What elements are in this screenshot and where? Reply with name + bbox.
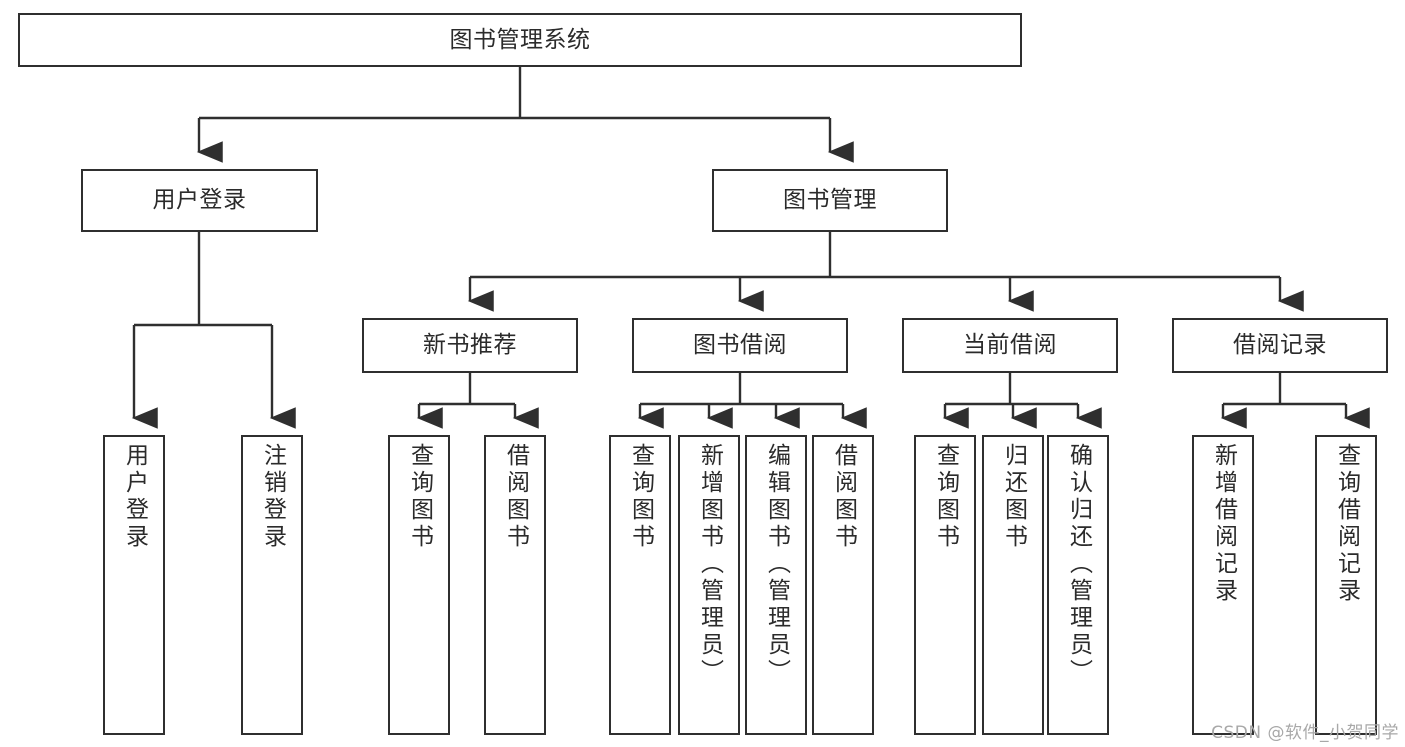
- node-leaf-query-book-borrow[interactable]: 查询图书: [609, 435, 671, 735]
- node-leaf-add-book-admin[interactable]: 新增图书（管理员）: [678, 435, 740, 735]
- node-label: 新增借阅记录: [1210, 443, 1237, 605]
- node-book-borrow[interactable]: 图书借阅: [632, 318, 848, 373]
- node-user-login[interactable]: 用户登录: [81, 169, 318, 232]
- node-borrow-record[interactable]: 借阅记录: [1172, 318, 1388, 373]
- node-leaf-query-book-current[interactable]: 查询图书: [914, 435, 976, 735]
- node-label: 用户登录: [121, 443, 148, 551]
- node-root-book-management-system[interactable]: 图书管理系统: [18, 13, 1022, 67]
- node-leaf-logout[interactable]: 注销登录: [241, 435, 303, 735]
- node-label: 新书推荐: [423, 332, 517, 359]
- node-leaf-add-borrow-record[interactable]: 新增借阅记录: [1192, 435, 1254, 735]
- node-leaf-confirm-return-admin[interactable]: 确认归还（管理员）: [1047, 435, 1109, 735]
- node-leaf-query-book-recommend[interactable]: 查询图书: [388, 435, 450, 735]
- node-label: 借阅记录: [1233, 332, 1327, 359]
- csdn-watermark: CSDN @软件_小贺同学: [1211, 723, 1399, 743]
- node-label: 查询借阅记录: [1333, 443, 1360, 605]
- node-label: 图书借阅: [693, 332, 787, 359]
- node-label: 用户登录: [152, 187, 247, 214]
- node-leaf-user-login[interactable]: 用户登录: [103, 435, 165, 735]
- node-label: 确认归还（管理员）: [1065, 443, 1092, 686]
- node-label: 查询图书: [932, 443, 959, 551]
- node-label: 归还图书: [1000, 443, 1027, 551]
- node-leaf-borrow-book-recommend[interactable]: 借阅图书: [484, 435, 546, 735]
- node-label: 注销登录: [259, 443, 286, 551]
- node-new-book-recommend[interactable]: 新书推荐: [362, 318, 578, 373]
- node-label: 借阅图书: [502, 443, 529, 551]
- node-label: 编辑图书（管理员）: [763, 443, 790, 686]
- node-label: 查询图书: [627, 443, 654, 551]
- node-leaf-borrow-book[interactable]: 借阅图书: [812, 435, 874, 735]
- node-book-management[interactable]: 图书管理: [712, 169, 948, 232]
- node-label: 新增图书（管理员）: [696, 443, 723, 686]
- node-current-borrow[interactable]: 当前借阅: [902, 318, 1118, 373]
- node-label: 图书管理系统: [449, 26, 591, 53]
- node-label: 当前借阅: [963, 332, 1057, 359]
- node-label: 查询图书: [406, 443, 433, 551]
- node-label: 图书管理: [783, 187, 877, 214]
- node-leaf-return-book[interactable]: 归还图书: [982, 435, 1044, 735]
- node-leaf-query-borrow-record[interactable]: 查询借阅记录: [1315, 435, 1377, 735]
- node-leaf-edit-book-admin[interactable]: 编辑图书（管理员）: [745, 435, 807, 735]
- node-label: 借阅图书: [830, 443, 857, 551]
